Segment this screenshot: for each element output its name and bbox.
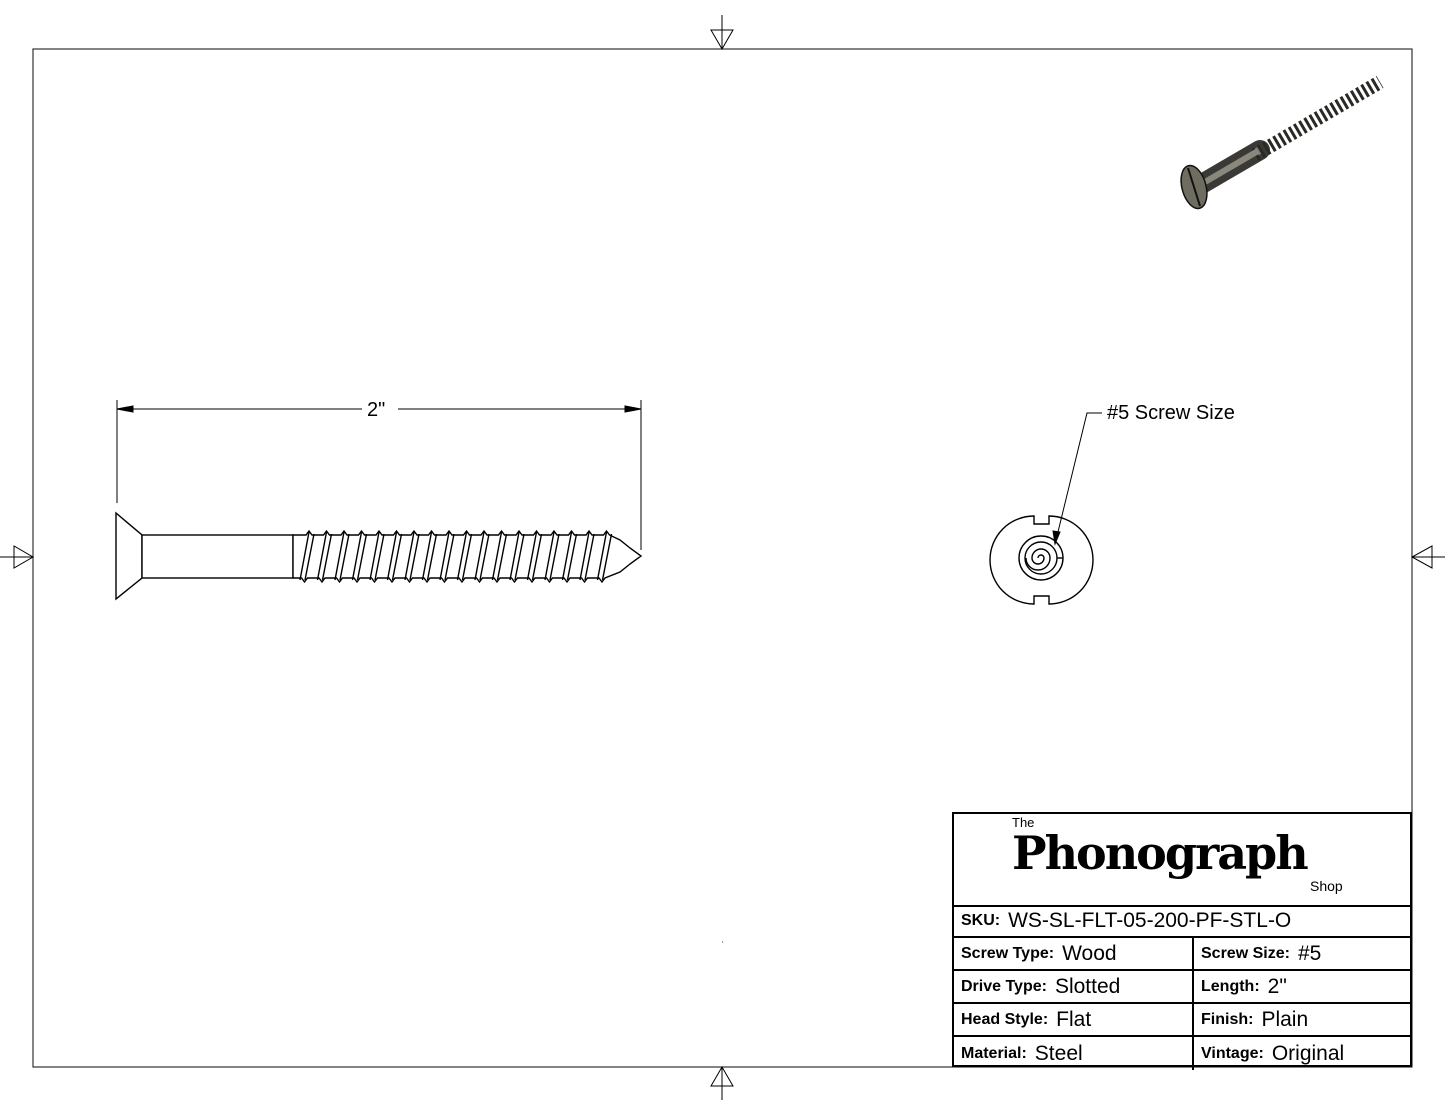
spec-cell-right: Length: 2" <box>1194 971 1410 1004</box>
logo-the: The <box>1012 815 1035 830</box>
spec-cell-left: Screw Type: Wood <box>954 938 1194 971</box>
center-marker-left <box>0 545 34 569</box>
sku-value: WS-SL-FLT-05-200-PF-STL-O <box>1008 908 1292 932</box>
sku-label: SKU: <box>961 911 1001 929</box>
length-dimension <box>116 400 642 550</box>
thread-line <box>386 531 403 581</box>
logo: The Phonograph Shop <box>954 814 1410 907</box>
spec-value: Steel <box>1034 1041 1083 1065</box>
thread-line <box>351 531 368 581</box>
spec-cell-left: Head Style: Flat <box>954 1004 1194 1037</box>
thread-line <box>491 531 508 581</box>
spec-cell-right: Vintage: Original <box>1194 1037 1410 1070</box>
spec-value: #5 <box>1297 941 1322 965</box>
thread-line <box>596 531 613 581</box>
thread-line <box>334 531 350 581</box>
thread-line <box>561 531 578 581</box>
screw-side-view <box>115 511 643 601</box>
callout-leader <box>1052 412 1102 546</box>
thread-line <box>404 531 420 581</box>
spec-value: Plain <box>1261 1007 1309 1031</box>
spec-cell-left: Drive Type: Slotted <box>954 971 1194 1004</box>
spec-value: 2" <box>1267 974 1287 998</box>
thread-line <box>299 531 315 581</box>
spec-value: Flat <box>1056 1007 1092 1031</box>
center-marker-top <box>710 15 734 50</box>
thread-line <box>439 531 455 581</box>
screw-size-callout: #5 Screw Size <box>1107 402 1235 424</box>
thread-line <box>316 531 333 581</box>
logo-shop: Shop <box>1310 878 1343 894</box>
thread-line <box>474 531 490 581</box>
spec-label: Screw Size: <box>1201 944 1290 962</box>
logo-name: Phonograph <box>1012 826 1309 880</box>
spec-value: Wood <box>1062 941 1117 965</box>
screw-isometric-view <box>1180 75 1384 210</box>
spec-cell-right: Screw Size: #5 <box>1194 938 1410 971</box>
thread-line <box>421 531 438 581</box>
spec-label: Material: <box>961 1044 1027 1062</box>
thread-line <box>456 531 473 581</box>
center-marker-right <box>1410 545 1445 569</box>
spec-cell-left: Material: Steel <box>954 1037 1194 1070</box>
spec-label: Head Style: <box>961 1010 1049 1028</box>
spec-label: Drive Type: <box>961 977 1047 995</box>
spec-label: Length: <box>1201 977 1260 995</box>
thread-line <box>509 531 525 581</box>
spec-value: Original <box>1271 1041 1345 1065</box>
title-block: The Phonograph Shop SKU: WS-SL-FLT-05-20… <box>952 812 1412 1070</box>
spec-value: Slotted <box>1054 974 1121 998</box>
thread-line <box>526 531 543 581</box>
thread-line <box>544 531 560 581</box>
spec-label: Finish: <box>1201 1010 1254 1028</box>
thread-line <box>579 531 595 581</box>
sku-row: SKU: WS-SL-FLT-05-200-PF-STL-O <box>954 905 1410 938</box>
dimension-label: 2" <box>367 399 386 421</box>
screw-end-view <box>989 515 1094 605</box>
spec-cell-right: Finish: Plain <box>1194 1004 1410 1037</box>
spec-label: Vintage: <box>1201 1044 1264 1062</box>
center-marker-bottom <box>710 1066 734 1100</box>
thread-line <box>369 531 385 581</box>
dot-mark: • <box>722 939 724 944</box>
spec-label: Screw Type: <box>961 944 1055 962</box>
